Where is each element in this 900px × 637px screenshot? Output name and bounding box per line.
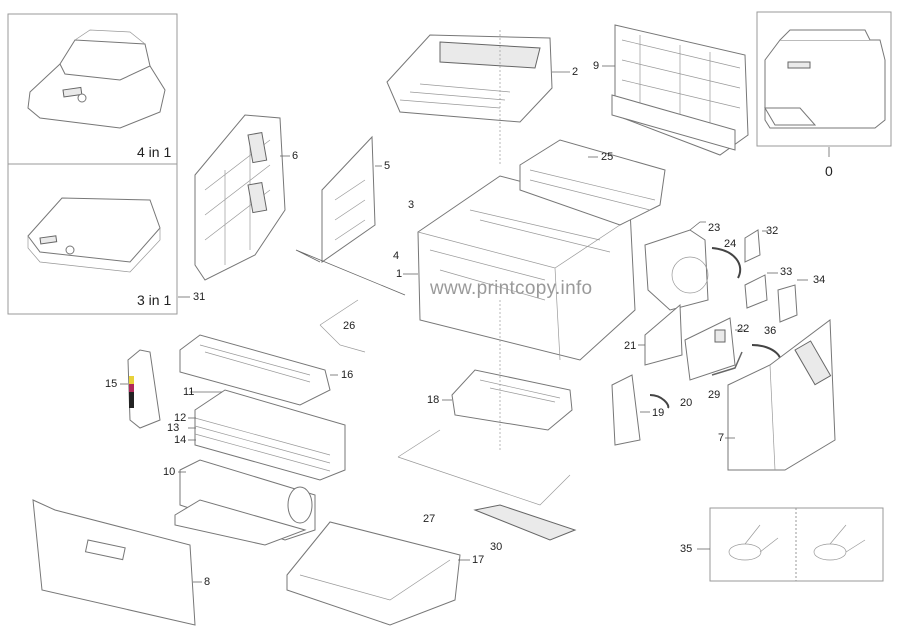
part-6-left-cover (194, 114, 286, 281)
callout-8: 8 (204, 576, 211, 588)
part-32-sheet (744, 229, 761, 263)
part-18-pickup-unit (451, 369, 573, 431)
callout-12: 12 (174, 412, 187, 424)
part-10-transfer-belt (174, 459, 316, 546)
part-9-rear-cover (611, 24, 749, 156)
callout-2: 2 (572, 66, 579, 78)
part-1-main-frame (417, 175, 636, 361)
callout-25: 25 (601, 151, 614, 163)
callout-9: 9 (593, 60, 600, 72)
part-26-flat-cable (319, 299, 366, 353)
watermark: www.printcopy.info (430, 278, 593, 299)
callout-31: 31 (193, 291, 206, 303)
callout-19: 19 (652, 407, 665, 419)
callout-13: 13 (167, 422, 180, 434)
callout-16: 16 (341, 369, 354, 381)
part-20-harness (649, 394, 670, 409)
callout-5: 5 (384, 160, 391, 172)
part-23-drive-unit (644, 229, 709, 311)
part-25-fuser-unit (519, 139, 666, 226)
callout-3: 3 (408, 199, 415, 211)
part-33-sheet (744, 274, 768, 309)
callout-36: 36 (764, 325, 777, 337)
part-19-hvps-board (611, 374, 641, 446)
part-29-harness (711, 351, 743, 376)
part-27-harness (397, 429, 571, 506)
callout-24: 24 (724, 238, 737, 250)
black-marker (129, 392, 134, 408)
callout-0: 0 (825, 163, 833, 179)
part-5-main-board (295, 135, 406, 296)
part-8-front-cover (32, 499, 196, 626)
part-17-paper-cassette (286, 521, 461, 626)
callout-32: 32 (766, 225, 779, 237)
callout-26: 26 (343, 320, 356, 332)
callout-4: 4 (393, 250, 400, 262)
callout-21: 21 (624, 340, 637, 352)
yellow-marker (129, 376, 134, 384)
callout-27: 27 (423, 513, 436, 525)
inset-label-4in1: 4 in 1 (137, 144, 172, 160)
callout-17: 17 (472, 554, 485, 566)
inset-power-cords-box (709, 507, 884, 582)
inset-label-3in1: 3 in 1 (137, 292, 172, 308)
inset-4in1-box (7, 13, 178, 165)
callout-33: 33 (780, 266, 793, 278)
part-15-waste-toner (127, 349, 161, 429)
callout-35: 35 (680, 543, 693, 555)
inset-3in1-box (7, 163, 178, 315)
callout-15: 15 (105, 378, 118, 390)
part-22-smps-board (684, 317, 736, 381)
callout-20: 20 (680, 397, 693, 409)
part-30-duct (473, 504, 577, 541)
callout-29: 29 (708, 389, 721, 401)
part-21-bracket (644, 303, 683, 366)
callout-7: 7 (718, 432, 725, 444)
callout-23: 23 (708, 222, 721, 234)
callout-6: 6 (292, 150, 299, 162)
part-7-right-cover (727, 319, 836, 471)
part-24-harness (711, 247, 742, 279)
callout-18: 18 (427, 394, 440, 406)
callout-14: 14 (174, 434, 187, 446)
callout-30: 30 (490, 541, 503, 553)
magenta-marker (129, 384, 134, 392)
callout-34: 34 (813, 274, 826, 286)
callout-10: 10 (163, 466, 176, 478)
callout-11: 11 (183, 386, 195, 398)
part-16-imaging-unit (179, 334, 331, 406)
inset-complete-unit-box (756, 11, 892, 147)
part-36-harness (751, 344, 782, 363)
part-11-14-toner-cartridges (194, 389, 346, 481)
callout-22: 22 (737, 323, 750, 335)
part-34-switch (777, 284, 798, 323)
callout-1: 1 (396, 268, 403, 280)
part-2-top-cover (386, 34, 553, 123)
